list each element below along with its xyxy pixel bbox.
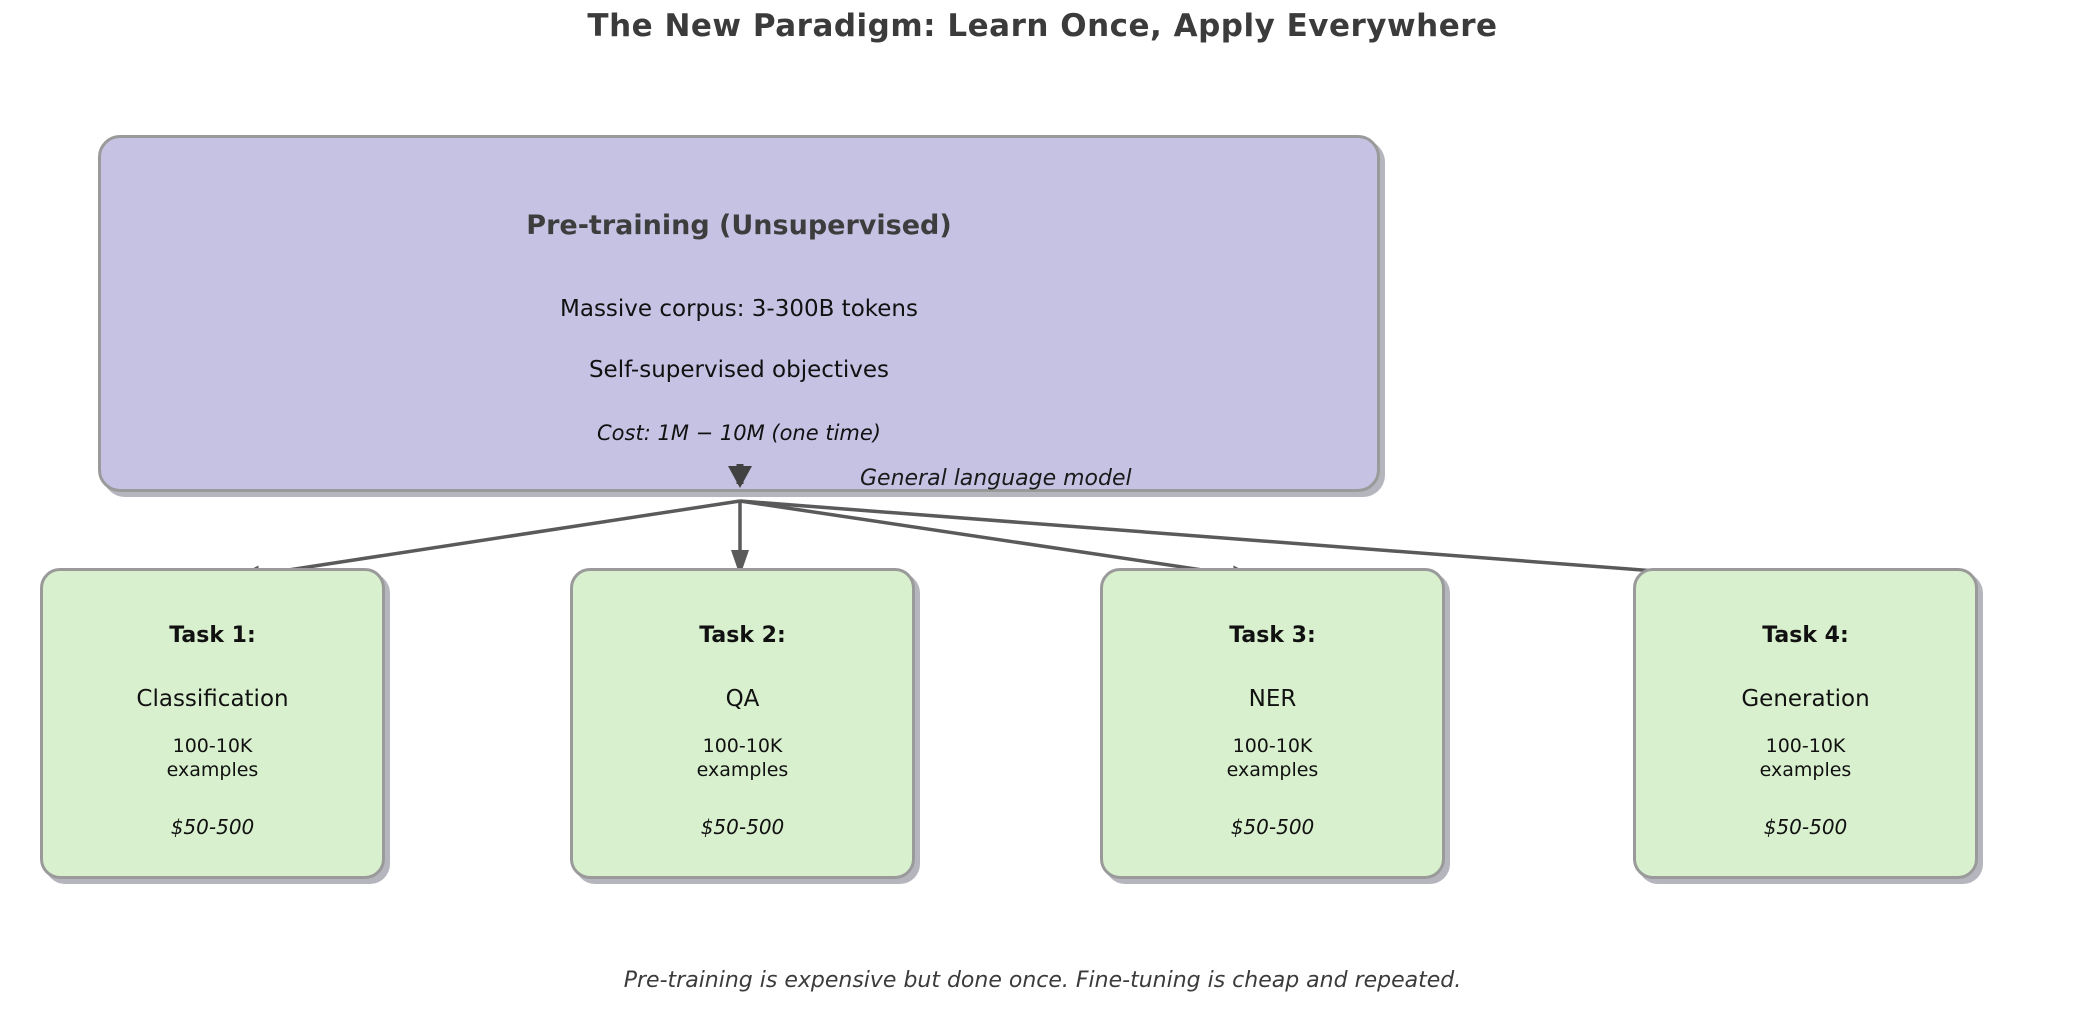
task-examples-count: 100-10K (1232, 735, 1313, 757)
task-cost: $50-500 (1230, 815, 1315, 839)
task-examples-word: examples (1226, 759, 1319, 781)
task-cost: $50-500 (170, 815, 255, 839)
footer-caption: Pre-training is expensive but done once.… (623, 968, 1462, 993)
task-label: Task 2: (699, 623, 786, 648)
task-label: Task 4: (1762, 623, 1849, 648)
pretraining-heading: Pre-training (Unsupervised) (526, 210, 952, 241)
task-cost: $50-500 (700, 815, 785, 839)
pretraining-objectives-line: Self-supervised objectives (588, 357, 890, 383)
task-label: Task 3: (1229, 623, 1316, 648)
task-examples-word: examples (696, 759, 789, 781)
task-examples-count: 100-10K (1765, 735, 1846, 757)
task-name: Generation (1741, 686, 1870, 712)
task-name: Classification (136, 686, 289, 712)
arrow-pretraining-to-task3 (739, 499, 1258, 584)
pretraining-corpus-line: Massive corpus: 3-300B tokens (560, 296, 918, 322)
page-title: The New Paradigm: Learn Once, Apply Ever… (587, 8, 1498, 44)
task-name: NER (1248, 686, 1297, 712)
task-examples-count: 100-10K (702, 735, 783, 757)
task-cost: $50-500 (1763, 815, 1848, 839)
general-language-model-label: General language model (860, 466, 1132, 491)
arrow-pretraining-to-task1 (234, 499, 741, 584)
task-examples-count: 100-10K (172, 735, 253, 757)
task-examples-word: examples (166, 759, 259, 781)
pretraining-cost-line: Cost: 1M − 10M (one time) (597, 421, 881, 445)
task-examples-word: examples (1759, 759, 1852, 781)
pretraining-box: Pre-training (Unsupervised) Massive corp… (98, 135, 1380, 492)
task-label: Task 1: (169, 623, 256, 648)
task-name: QA (725, 686, 760, 712)
